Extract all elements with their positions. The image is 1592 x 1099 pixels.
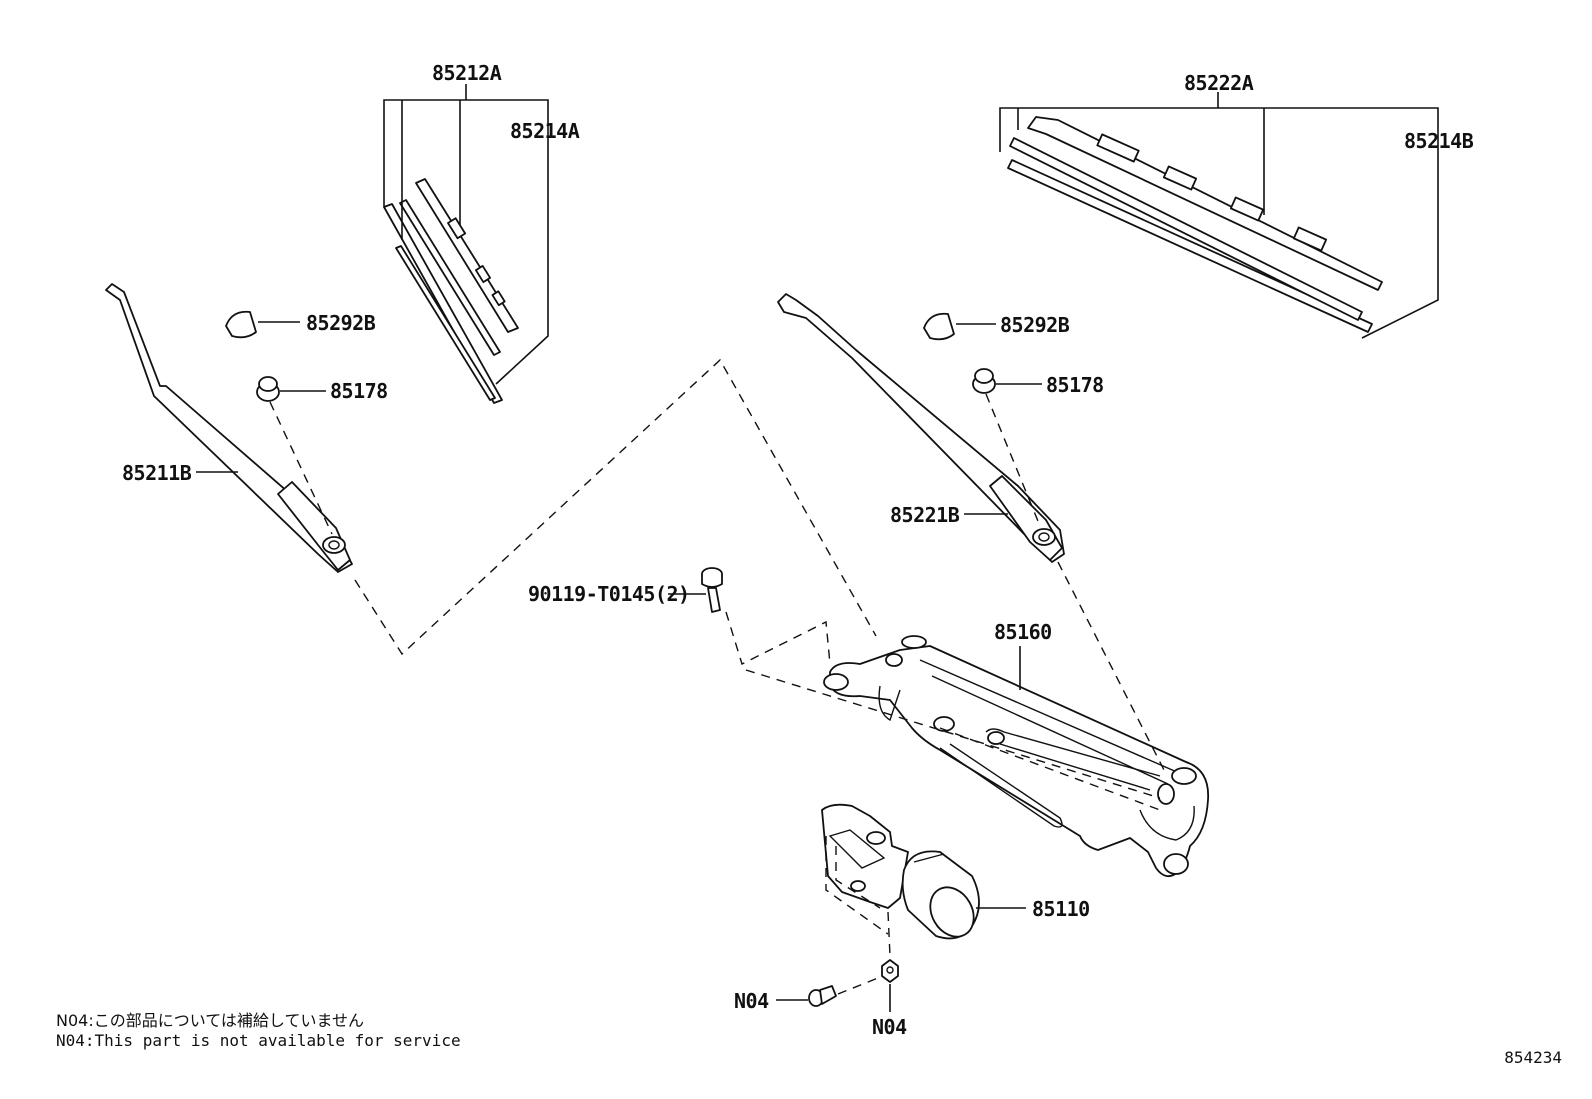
diagram-number: 854234 — [1504, 1048, 1562, 1067]
left-wiper-blade[interactable] — [383, 178, 519, 404]
right-wiper-blade[interactable] — [1007, 116, 1383, 333]
assembly-guide-lines — [269, 358, 1165, 995]
right-wiper-arm[interactable] — [777, 293, 1065, 563]
label-85212A: 85212A — [432, 61, 502, 85]
label-85292B-left: 85292B — [306, 311, 376, 335]
left-cap[interactable] — [225, 310, 257, 339]
label-85178-right: 85178 — [1046, 373, 1104, 397]
n04-nut — [881, 959, 899, 983]
label-85221B: 85221B — [890, 503, 960, 527]
bolt-90119[interactable] — [701, 567, 723, 613]
left-nut[interactable] — [256, 376, 280, 402]
label-N04-left: N04 — [734, 989, 769, 1013]
label-85178-left: 85178 — [330, 379, 388, 403]
right-nut[interactable] — [972, 368, 996, 394]
wiper-linkage[interactable] — [823, 635, 1209, 878]
note-japanese: N04:この部品については補給していません — [56, 1011, 364, 1030]
label-85214A: 85214A — [510, 119, 580, 143]
right-blade-bracket — [999, 92, 1439, 339]
n04-bolt — [808, 985, 837, 1007]
label-90119: 90119-T0145(2) — [528, 582, 690, 606]
label-85110: 85110 — [1032, 897, 1090, 921]
label-N04-bottom: N04 — [872, 1015, 907, 1039]
label-85160: 85160 — [994, 620, 1052, 644]
left-wiper-arm[interactable] — [105, 283, 353, 573]
label-85292B-right: 85292B — [1000, 313, 1070, 337]
label-85214B: 85214B — [1404, 129, 1474, 153]
wiper-motor[interactable] — [821, 803, 982, 945]
label-85211B: 85211B — [122, 461, 192, 485]
right-cap[interactable] — [923, 312, 955, 341]
label-85222A: 85222A — [1184, 71, 1254, 95]
note-english: N04:This part is not available for servi… — [56, 1031, 461, 1050]
left-blade-bracket — [383, 84, 549, 385]
